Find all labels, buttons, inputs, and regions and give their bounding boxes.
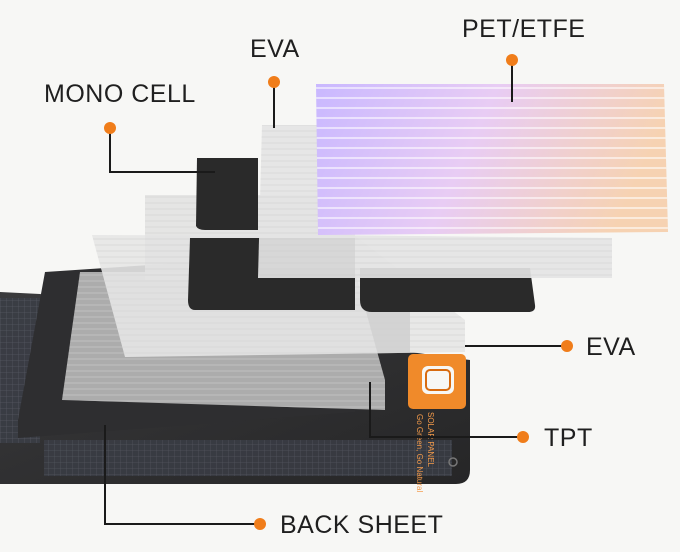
leader-tpt	[369, 382, 529, 443]
leader-mono-cell	[104, 122, 215, 173]
panel-print-subtitle: Go Green, Go Natural	[415, 414, 424, 492]
leader-eva-top	[268, 76, 280, 128]
label-eva-top: EVA	[250, 35, 300, 63]
label-back-sheet: BACK SHEET	[280, 511, 443, 539]
label-tpt: TPT	[544, 424, 593, 452]
panel-print-title: SOLAR PANEL	[426, 412, 435, 468]
label-mono-cell: MONO CELL	[44, 80, 196, 108]
grommet-icon	[448, 457, 458, 467]
carry-handle	[408, 354, 466, 409]
eva-top-layer	[258, 125, 612, 278]
label-eva-mid: EVA	[586, 333, 636, 361]
leader-pet-etfe	[506, 54, 518, 102]
pet-etfe-layer	[316, 84, 668, 235]
leader-back-sheet	[104, 425, 266, 530]
leader-eva-mid	[465, 340, 573, 352]
label-pet-etfe: PET/ETFE	[462, 15, 585, 43]
